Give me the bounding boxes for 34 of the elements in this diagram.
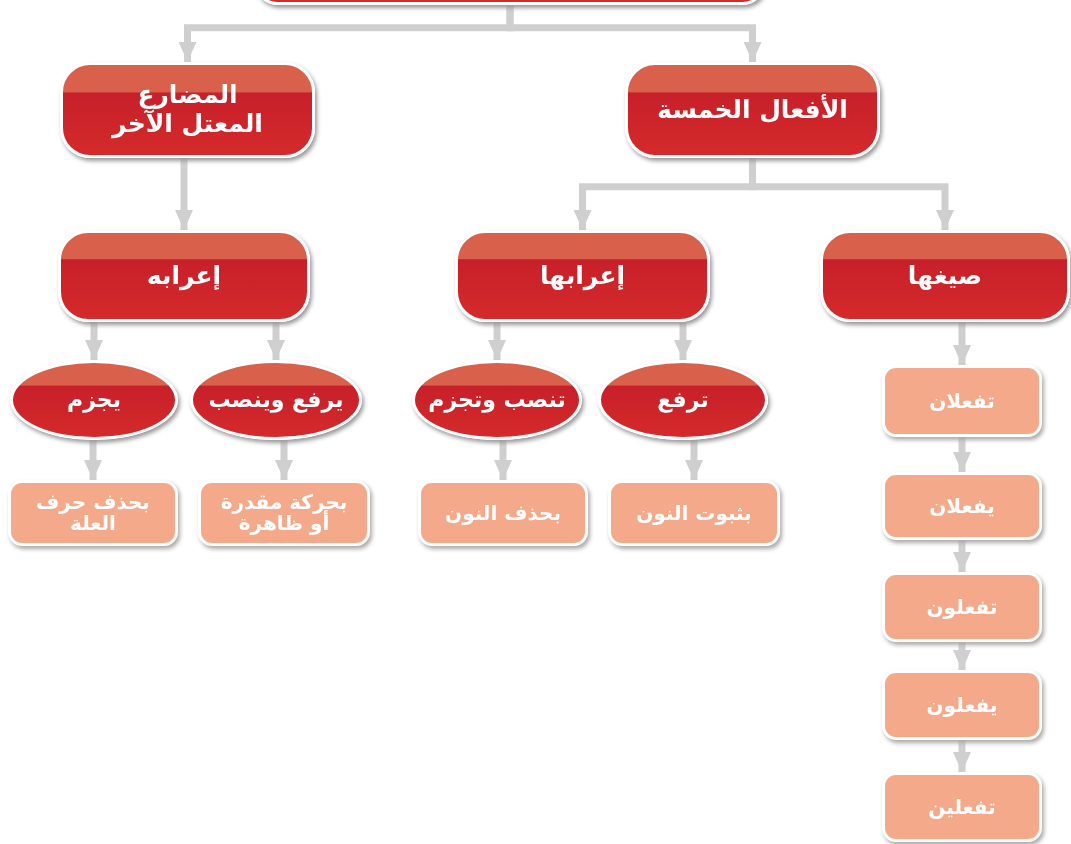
arrow: [506, 5, 762, 62]
rounded-box: بحذف حرف العلة: [8, 480, 178, 546]
rounded-box: بحركة مقدرة أو ظاهرة: [198, 480, 370, 546]
ellipse: يجزم: [10, 360, 178, 440]
rounded-box: تفعلون: [882, 572, 1042, 642]
rounded-box: يفعلان: [882, 472, 1042, 540]
rounded-box: المضارع المعتل الآخر: [60, 62, 315, 158]
arrow: [953, 437, 971, 472]
ellipse: تنصب وتجزم: [412, 360, 582, 440]
rounded-box: بثبوت النون: [608, 480, 780, 546]
arrow: [84, 440, 102, 480]
arrow: [175, 158, 193, 230]
arrow: [674, 322, 692, 360]
arrow: [953, 642, 971, 670]
arrow: [275, 440, 293, 480]
arrow: [749, 158, 954, 230]
ellipse: ترفع: [598, 360, 768, 440]
arrow: [494, 440, 512, 480]
rounded-box: تفعلان: [882, 365, 1042, 437]
ellipse: يرفع وينصب: [190, 360, 362, 440]
rounded-box: يفعلون: [882, 670, 1042, 740]
arrow: [953, 740, 971, 772]
rounded-box: تفعلين: [882, 772, 1042, 842]
rounded-box: إعرابه: [58, 230, 310, 322]
arrow: [85, 322, 103, 360]
arrow: [685, 440, 703, 480]
arrow: [267, 322, 285, 360]
rounded-box: الأفعال الخمسة: [625, 62, 880, 158]
rounded-box: إعرابها: [455, 230, 710, 322]
arrow: [953, 540, 971, 572]
arrow: [488, 322, 506, 360]
rounded-box: بحذف النون: [418, 480, 588, 546]
arrow: [953, 322, 971, 365]
rounded-box: صيغها: [820, 230, 1070, 322]
